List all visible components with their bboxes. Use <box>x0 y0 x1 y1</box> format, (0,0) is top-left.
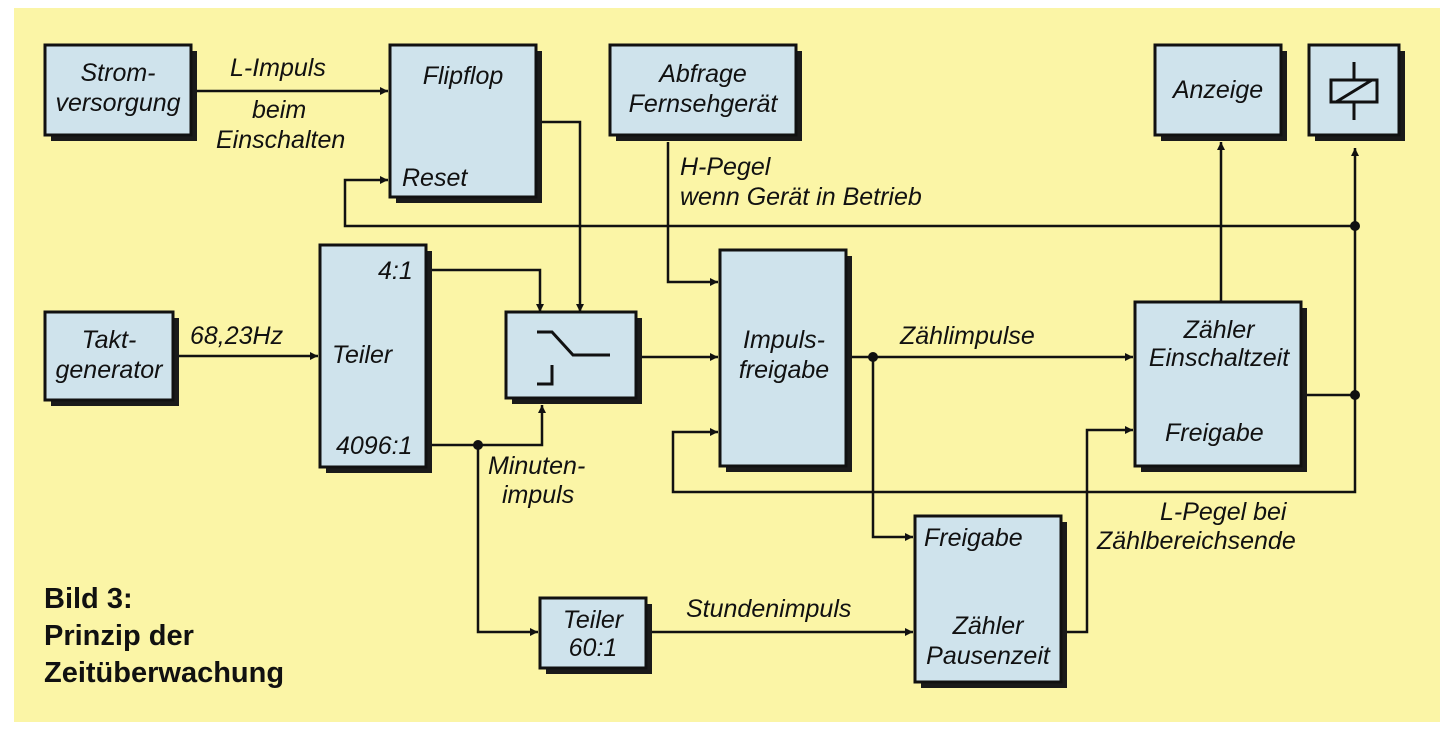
signal-zaehlbereichsende: Zählbereichsende <box>1096 527 1296 555</box>
signal-labels: L-Impuls beim Einschalten H-Pegel wenn G… <box>190 54 1296 623</box>
wire-teiler4-switch <box>428 268 544 312</box>
signal-einschalten: Einschalten <box>216 126 345 154</box>
teiler60-line2: 60:1 <box>569 634 618 662</box>
relay-icon <box>1329 62 1379 120</box>
block-flipflop: Flipflop Reset <box>388 43 542 203</box>
stromversorgung-line2: versorgung <box>55 89 180 117</box>
switch-icon <box>537 330 610 386</box>
figure-caption: Bild 3: Prinzip der Zeitüberwachung <box>44 583 284 689</box>
block-zaehler-einschaltzeit: Zähler Einschaltzeit Freigabe <box>1133 300 1307 472</box>
junction-dot <box>1350 390 1360 400</box>
junctions <box>473 221 1360 450</box>
block-teiler-60: Teiler 60:1 <box>538 596 652 674</box>
pausenzeit-freigabe-label: Freigabe <box>924 524 1023 552</box>
taktgenerator-line1: Takt- <box>82 326 137 354</box>
wire-minuten-teiler60 <box>476 445 538 636</box>
wire-zaehl-pausen <box>871 357 913 541</box>
abfrage-line1: Abfrage <box>657 60 747 88</box>
einschaltzeit-freigabe-label: Freigabe <box>1165 419 1264 447</box>
signal-stundenimpuls: Stundenimpuls <box>686 595 851 623</box>
signal-frequenz: 68,23Hz <box>190 322 284 350</box>
signal-impuls: impuls <box>502 481 574 509</box>
teiler60-line1: Teiler <box>563 606 625 634</box>
teiler-4096-label: 4096:1 <box>336 432 412 460</box>
pausenzeit-line1: Zähler <box>952 612 1026 640</box>
impulsfreigabe-line2: freigabe <box>739 356 829 384</box>
signal-beim: beim <box>252 96 306 124</box>
stromversorgung-line1: Strom- <box>81 59 156 87</box>
signal-minuten: Minuten- <box>488 452 585 480</box>
signal-zaehlimpulse: Zählimpulse <box>899 322 1035 350</box>
junction-dot <box>1350 221 1360 231</box>
anzeige-label: Anzeige <box>1171 76 1263 104</box>
impulsfreigabe-line1: Impuls- <box>743 326 825 354</box>
teiler-4-label: 4:1 <box>378 257 413 285</box>
junction-dot <box>473 440 483 450</box>
signal-l-impuls: L-Impuls <box>230 54 326 82</box>
caption-line2: Prinzip der <box>44 620 194 652</box>
teiler-title: Teiler <box>332 341 394 369</box>
connections <box>178 87 1359 636</box>
wire-pausen-einschalt <box>1063 426 1133 634</box>
block-impulsfreigabe: Impuls- freigabe <box>718 248 852 472</box>
block-teiler: 4:1 Teiler 4096:1 <box>318 243 432 473</box>
wire-teiler4096-switch <box>428 405 546 447</box>
flipflop-title: Flipflop <box>423 62 504 90</box>
einschaltzeit-line2: Einschaltzeit <box>1149 344 1290 372</box>
block-stromversorgung: Strom- versorgung <box>43 43 197 141</box>
signal-h-pegel-detail: wenn Gerät in Betrieb <box>680 183 922 211</box>
signal-h-pegel: H-Pegel <box>680 153 772 181</box>
junction-dot <box>868 352 878 362</box>
wire-lpegel-feedback <box>671 395 1357 494</box>
block-abfrage: Abfrage Fernsehgerät <box>608 43 802 141</box>
abfrage-line2: Fernsehgerät <box>629 90 779 118</box>
caption-line3: Zeitüberwachung <box>44 657 284 689</box>
block-anzeige: Anzeige <box>1153 43 1287 141</box>
einschaltzeit-line1: Zähler <box>1183 316 1257 344</box>
signal-l-pegel: L-Pegel bei <box>1160 498 1288 526</box>
block-relay <box>1307 43 1405 141</box>
wire-flipflop-switch <box>540 120 584 312</box>
flipflop-reset-label: Reset <box>402 164 468 192</box>
caption-line1: Bild 3: <box>44 583 133 615</box>
taktgenerator-line2: generator <box>55 356 164 384</box>
wire-abfrage-impuls <box>666 142 718 286</box>
pausenzeit-line2: Pausenzeit <box>926 642 1051 670</box>
block-taktgenerator: Takt- generator <box>43 310 179 406</box>
block-zaehler-pausenzeit: Freigabe Zähler Pausenzeit <box>913 514 1067 688</box>
block-switch <box>504 310 642 404</box>
wire-reset <box>343 176 1355 228</box>
